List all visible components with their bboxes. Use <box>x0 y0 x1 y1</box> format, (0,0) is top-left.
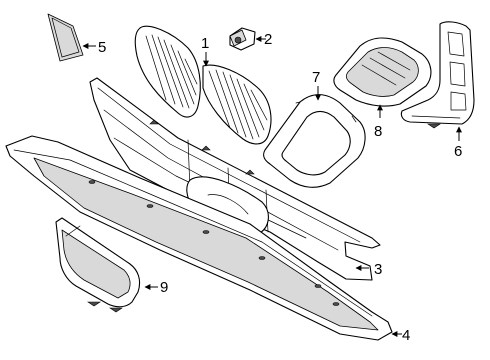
part-5-emblem-plate <box>47 13 96 62</box>
part-1-kidney-grille <box>134 25 272 145</box>
part-8-air-duct <box>333 37 432 118</box>
callout-8: 8 <box>374 123 382 140</box>
callout-3: 3 <box>374 261 382 278</box>
part-7-frame-bracket <box>263 86 366 188</box>
callout-4: 4 <box>402 327 410 344</box>
part-2-camera-sensor <box>229 27 266 51</box>
callout-9: 9 <box>160 279 168 296</box>
callout-6: 6 <box>454 143 462 160</box>
callout-5: 5 <box>98 39 106 56</box>
callout-1: 1 <box>201 35 209 52</box>
part-6-side-trim <box>400 21 475 141</box>
callout-2: 2 <box>264 31 272 48</box>
part-9-lower-panel <box>55 217 158 313</box>
part-4-lower-bumper <box>5 135 402 341</box>
callout-7: 7 <box>312 69 320 86</box>
